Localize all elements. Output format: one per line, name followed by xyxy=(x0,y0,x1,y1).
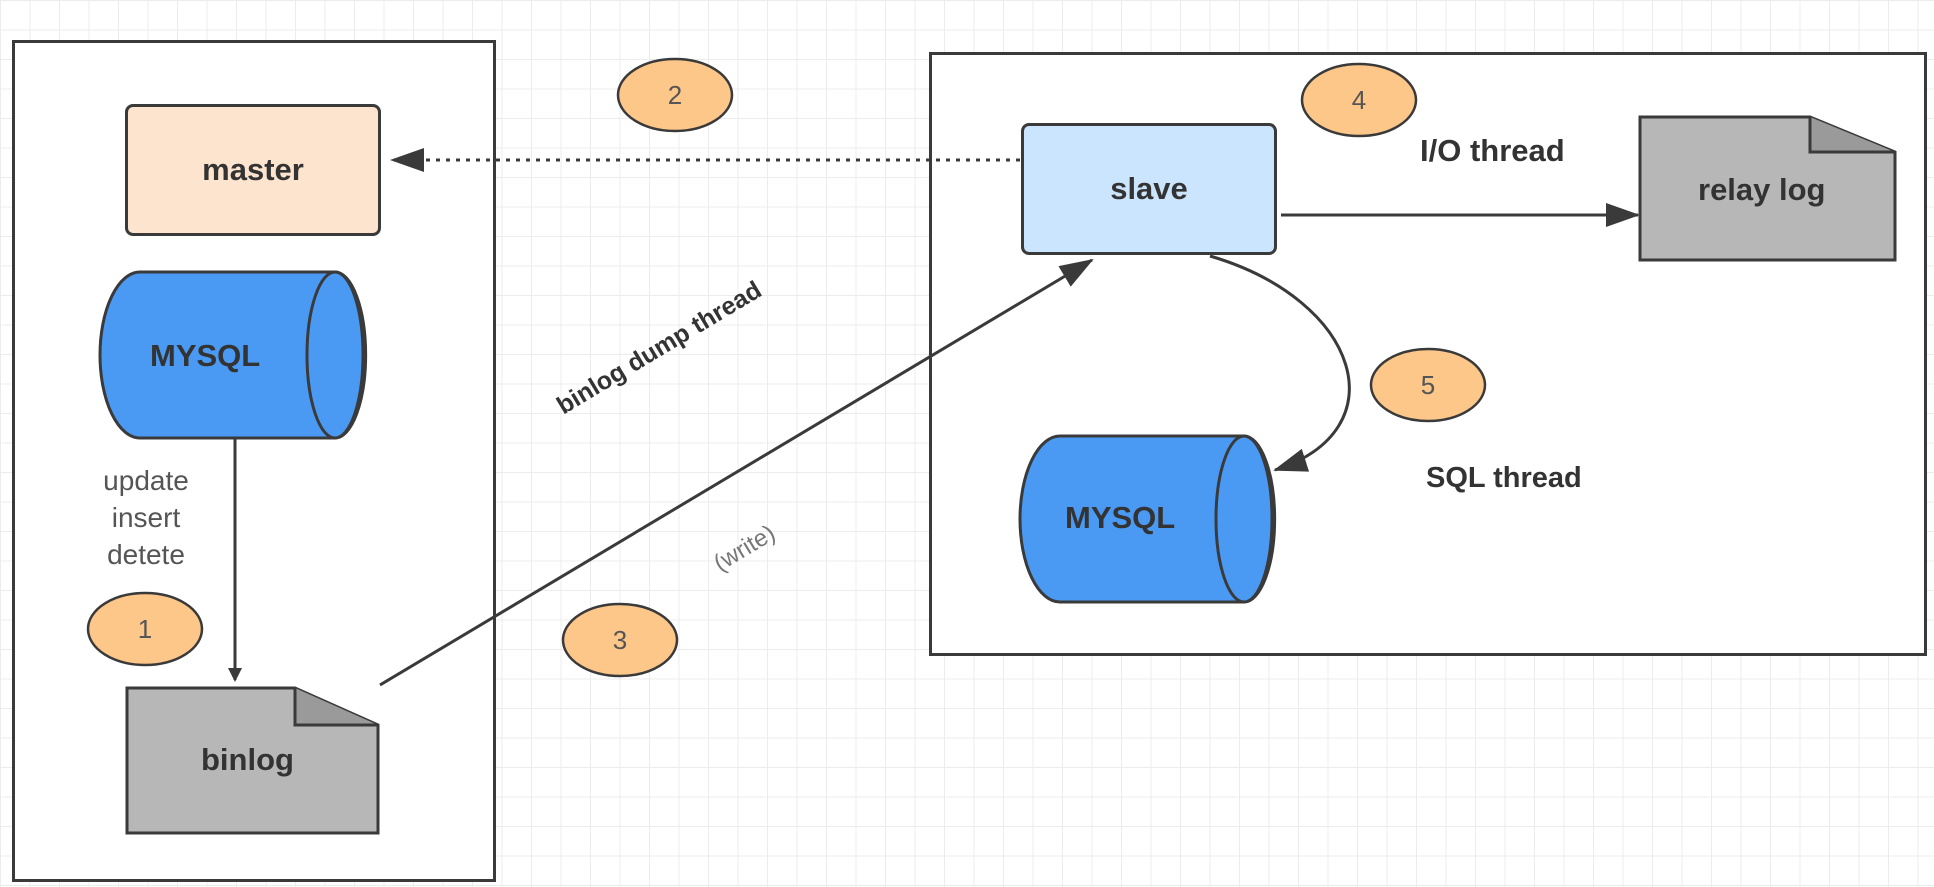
mysql-slave-label: MYSQL xyxy=(1065,500,1176,535)
step-2-label: 2 xyxy=(668,80,682,110)
step-1-label: 1 xyxy=(138,614,152,644)
sql-thread-label: SQL thread xyxy=(1426,462,1582,494)
binlog-document-icon xyxy=(125,686,380,835)
step-4-label: 4 xyxy=(1352,85,1366,115)
op-insert: insert xyxy=(111,502,181,533)
step-badge-1: 1 xyxy=(86,591,204,667)
relay-log-document-icon xyxy=(1638,115,1897,262)
op-update: update xyxy=(103,465,189,496)
op-delete: detete xyxy=(107,539,185,570)
slave-node: slave xyxy=(1021,123,1277,255)
binlog-label: binlog xyxy=(201,742,294,777)
step-badge-2: 2 xyxy=(616,57,734,133)
slave-node-label: slave xyxy=(1110,171,1188,206)
step-badge-4: 4 xyxy=(1300,62,1418,138)
write-operations-list: update insert detete xyxy=(96,462,196,573)
step-badge-5: 5 xyxy=(1369,347,1487,423)
master-node: master xyxy=(125,104,381,236)
step-badge-3: 3 xyxy=(561,602,679,678)
mysql-master-label: MYSQL xyxy=(150,338,261,373)
master-node-label: master xyxy=(202,152,304,187)
sql-thread-arrow xyxy=(1209,254,1351,472)
step-3-label: 3 xyxy=(613,625,627,655)
step-5-label: 5 xyxy=(1421,370,1435,400)
relay-log-label: relay log xyxy=(1698,172,1826,207)
binlog-dump-arrow xyxy=(379,258,1094,687)
mysql-master-database-icon xyxy=(98,270,368,440)
mysql-slave-database-icon xyxy=(1018,434,1277,604)
io-thread-label: I/O thread xyxy=(1420,133,1565,168)
